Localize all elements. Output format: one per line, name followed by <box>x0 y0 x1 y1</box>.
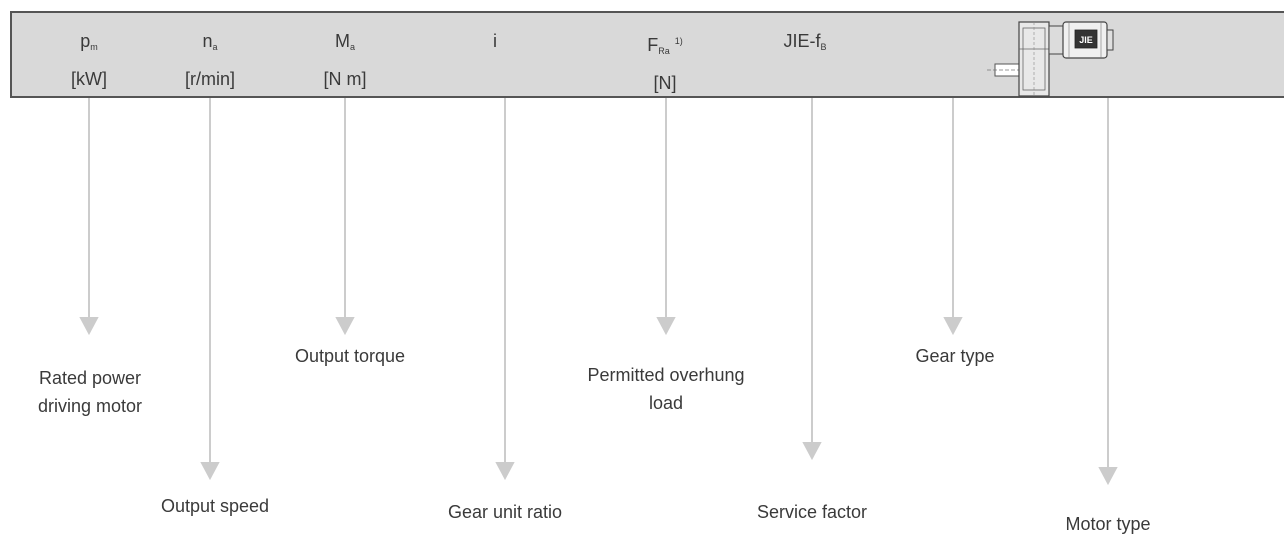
symbol-i: i <box>480 30 510 52</box>
symbol-sub: B <box>820 42 827 52</box>
label-line: driving motor <box>37 396 143 416</box>
unit-pm: [kW] <box>71 69 107 89</box>
arrow-head-gear-type <box>943 317 963 336</box>
label-service-factor: Service factor <box>727 501 897 523</box>
label-line: Gear type <box>915 346 995 366</box>
label-line: Gear unit ratio <box>447 502 563 522</box>
label-output-speed: Output speed <box>130 495 300 517</box>
gearmotor-icon: JIE <box>987 21 1114 97</box>
header-ma: Ma [N m] <box>305 30 385 90</box>
arrow-head-ma <box>335 317 355 336</box>
symbol-main: M <box>334 31 350 51</box>
label-line: Service factor <box>756 502 868 522</box>
symbol-main: JIE-f <box>783 31 821 51</box>
symbol-sub: a <box>349 42 355 52</box>
arrow-head-fb <box>802 442 822 461</box>
symbol-sub: Ra <box>658 46 670 56</box>
label-line: Output torque <box>294 346 406 366</box>
label-overhung-load: Permitted overhung load <box>556 364 776 414</box>
symbol-sub: m <box>90 42 98 52</box>
label-motor-type: Motor type <box>1023 513 1193 535</box>
arrow-head-pm <box>79 317 99 336</box>
symbol-ma: Ma <box>305 30 385 58</box>
label-gear-unit-ratio: Gear unit ratio <box>420 501 590 523</box>
unit-na: [r/min] <box>184 69 235 89</box>
symbol-main: p <box>80 31 91 51</box>
header-service-factor: JIE-fB <box>755 30 855 58</box>
symbol-main: n <box>202 31 213 51</box>
footnote-marker: 1) <box>674 36 683 46</box>
arrow-head-motor-type <box>1098 467 1118 486</box>
symbol-na: na <box>165 30 255 58</box>
header-fra: FRa 1) [N] <box>620 30 710 94</box>
arrow-head-fra <box>656 317 676 336</box>
symbol-main: i <box>493 31 497 51</box>
label-output-torque: Output torque <box>265 345 435 367</box>
header-pm: pm [kW] <box>54 30 124 90</box>
arrow-head-na <box>200 462 220 481</box>
symbol-pm: pm <box>54 30 124 58</box>
symbol-fra: FRa 1) <box>620 30 710 62</box>
label-line: Permitted overhung <box>587 365 745 385</box>
unit-fra: [N] <box>653 73 677 93</box>
symbol-sub: a <box>212 42 218 52</box>
header-na: na [r/min] <box>165 30 255 90</box>
label-gear-type: Gear type <box>870 345 1040 367</box>
label-line: Motor type <box>1065 514 1151 534</box>
label-rated-power: Rated power driving motor <box>10 367 170 417</box>
label-line: load <box>648 393 684 413</box>
header-i: i <box>480 30 510 52</box>
unit-ma: [N m] <box>323 69 367 89</box>
symbol-fb: JIE-fB <box>755 30 855 58</box>
logo-text: JIE <box>1079 35 1093 45</box>
arrow-head-i <box>495 462 515 481</box>
symbol-main: F <box>647 35 659 55</box>
label-line: Output speed <box>160 496 270 516</box>
label-line: Rated power <box>38 368 142 388</box>
